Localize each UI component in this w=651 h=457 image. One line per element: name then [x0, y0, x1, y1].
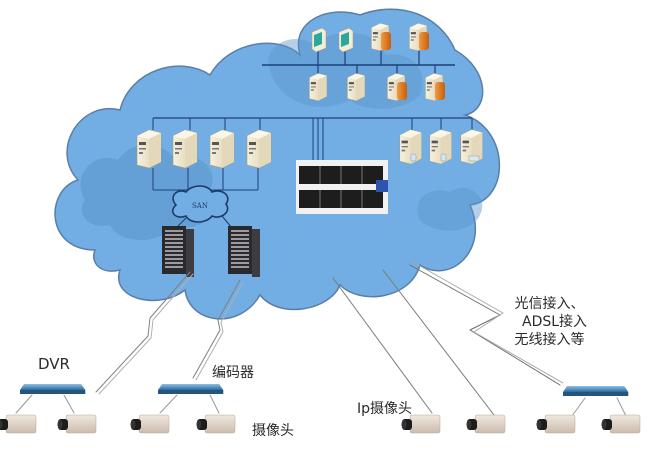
access-line-1: 光信接入、	[514, 296, 585, 312]
database-server-icon	[409, 23, 429, 52]
camera-icon	[601, 414, 641, 434]
network-links	[15, 261, 627, 417]
workstation-icon	[338, 27, 354, 53]
top-cluster	[262, 23, 455, 102]
database-server-icon	[387, 73, 407, 102]
access-line-3: 无线接入等	[514, 332, 585, 348]
dvr-label: DVR	[38, 355, 70, 373]
server-icon	[347, 73, 366, 102]
dvr-device-icon	[20, 384, 86, 394]
server-icon	[209, 129, 235, 169]
wan-link	[195, 281, 244, 381]
server-icon	[136, 129, 162, 169]
camera-icon	[57, 414, 97, 434]
server-icon	[460, 129, 483, 165]
cloud-shade	[417, 187, 483, 231]
wan-link	[409, 264, 561, 386]
camera-icon	[536, 414, 576, 434]
wan-link	[95, 271, 191, 393]
cloud-shade	[268, 32, 423, 109]
storage-rack-icon	[162, 226, 194, 277]
server-icon	[429, 129, 452, 165]
access-methods-label: 光信接入、 ADSL接入 无线接入等	[512, 295, 588, 349]
database-server-icon	[371, 23, 391, 52]
camera-icon	[0, 414, 37, 434]
storage-array-icon	[296, 160, 388, 214]
wan-link	[192, 279, 241, 379]
camera-label: 摄像头	[252, 423, 294, 439]
ip-camera-icon	[466, 414, 506, 434]
camera-icon	[196, 414, 236, 434]
storage-rack-icon	[228, 226, 260, 277]
workstation-icon	[311, 27, 327, 53]
server-icon	[399, 129, 422, 165]
ip-link	[332, 277, 433, 414]
app-server-group-right	[399, 129, 483, 165]
san-label: SAN	[192, 202, 208, 210]
middle-bus	[152, 117, 473, 191]
server-icon	[246, 129, 272, 169]
wan-link	[412, 261, 564, 384]
server-icon	[172, 129, 198, 169]
encoder-label: 编码器	[212, 365, 254, 381]
cloud	[54, 8, 501, 320]
access-line-2: ADSL接入	[522, 314, 588, 330]
server-icon	[309, 73, 328, 102]
ip-link	[382, 269, 495, 416]
access-switch-icon	[563, 386, 629, 396]
wan-link	[98, 273, 194, 395]
encoder-device-icon	[158, 384, 224, 394]
ip-camera-label: Ip摄像头	[357, 401, 413, 417]
camera-icon	[130, 414, 170, 434]
database-server-icon	[425, 73, 445, 102]
